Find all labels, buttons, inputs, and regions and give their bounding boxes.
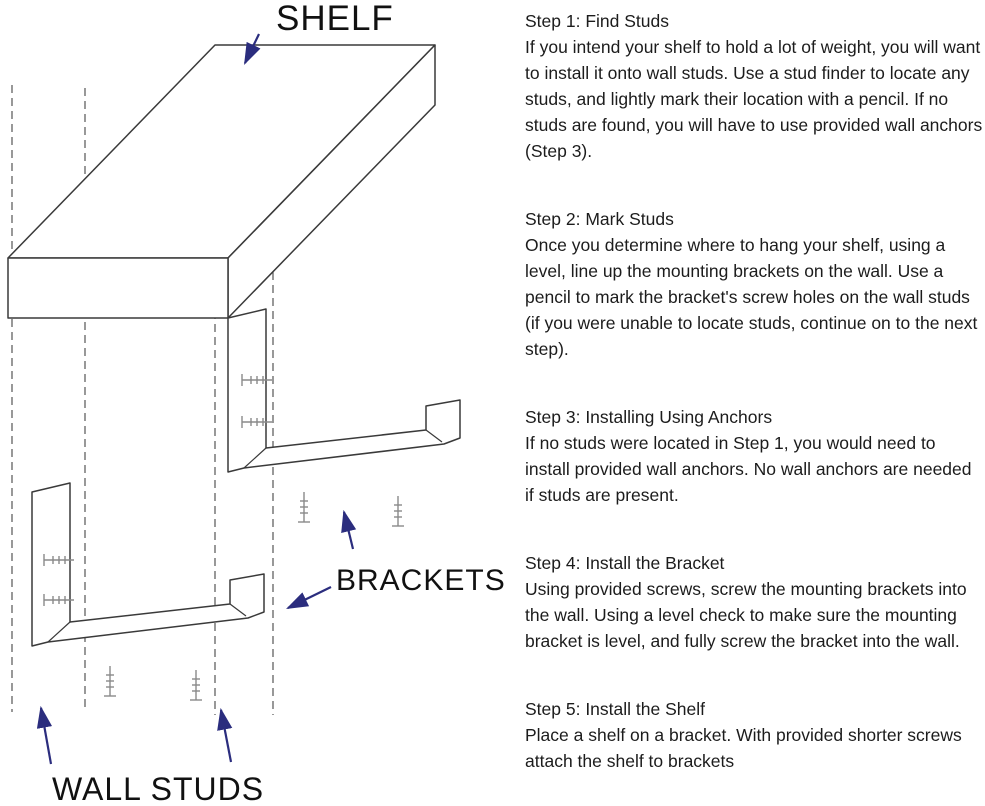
step-body: Once you determine where to hang your sh… <box>525 235 978 359</box>
wall-studs-label: WALL STUDS <box>52 771 264 806</box>
step-body: Using provided screws, screw the mountin… <box>525 579 967 651</box>
step-body: If you intend your shelf to hold a lot o… <box>525 37 983 161</box>
step-heading: Step 1: Find Studs <box>525 11 669 31</box>
shelf-label: SHELF <box>276 0 394 38</box>
step-heading: Step 2: Mark Studs <box>525 209 674 229</box>
step-heading: Step 4: Install the Bracket <box>525 553 725 573</box>
step-block-4: Step 4: Install the Bracket Using provid… <box>525 550 983 654</box>
screw-icon <box>103 665 117 697</box>
shelf-diagram: SHELF BRACKETS WALL STUDS <box>7 0 506 806</box>
shelf-front-face <box>7 257 229 319</box>
screw-icon <box>297 491 311 523</box>
screw-icon <box>189 669 203 701</box>
brackets-label: BRACKETS <box>336 564 506 597</box>
step-body: Place a shelf on a bracket. With provide… <box>525 725 962 771</box>
screw-icon <box>391 495 405 527</box>
wall-stud-right-arrow <box>217 707 233 763</box>
step-block-5: Step 5: Install the Shelf Place a shelf … <box>525 696 983 774</box>
wall-stud-left-arrow <box>36 705 53 765</box>
step-block-1: Step 1: Find Studs If you intend your sh… <box>525 8 983 164</box>
shelf-arrow <box>244 33 261 65</box>
shelf-drawing <box>7 44 436 319</box>
step-block-2: Step 2: Mark Studs Once you determine wh… <box>525 206 983 362</box>
step-block-3: Step 3: Installing Using Anchors If no s… <box>525 404 983 508</box>
bracket-lower <box>31 482 265 647</box>
bracket-lower-arrow <box>286 586 332 609</box>
diagram-canvas: SHELF BRACKETS WALL STUDS <box>7 0 506 806</box>
step-heading: Step 3: Installing Using Anchors <box>525 407 773 427</box>
instructions-panel: Step 1: Find Studs If you intend your sh… <box>523 0 983 806</box>
pointer-arrows <box>36 33 357 765</box>
step-body: If no studs were located in Step 1, you … <box>525 433 972 505</box>
bracket-upper <box>227 308 461 473</box>
bracket-upper-arrow <box>341 509 357 550</box>
step-heading: Step 5: Install the Shelf <box>525 699 705 719</box>
